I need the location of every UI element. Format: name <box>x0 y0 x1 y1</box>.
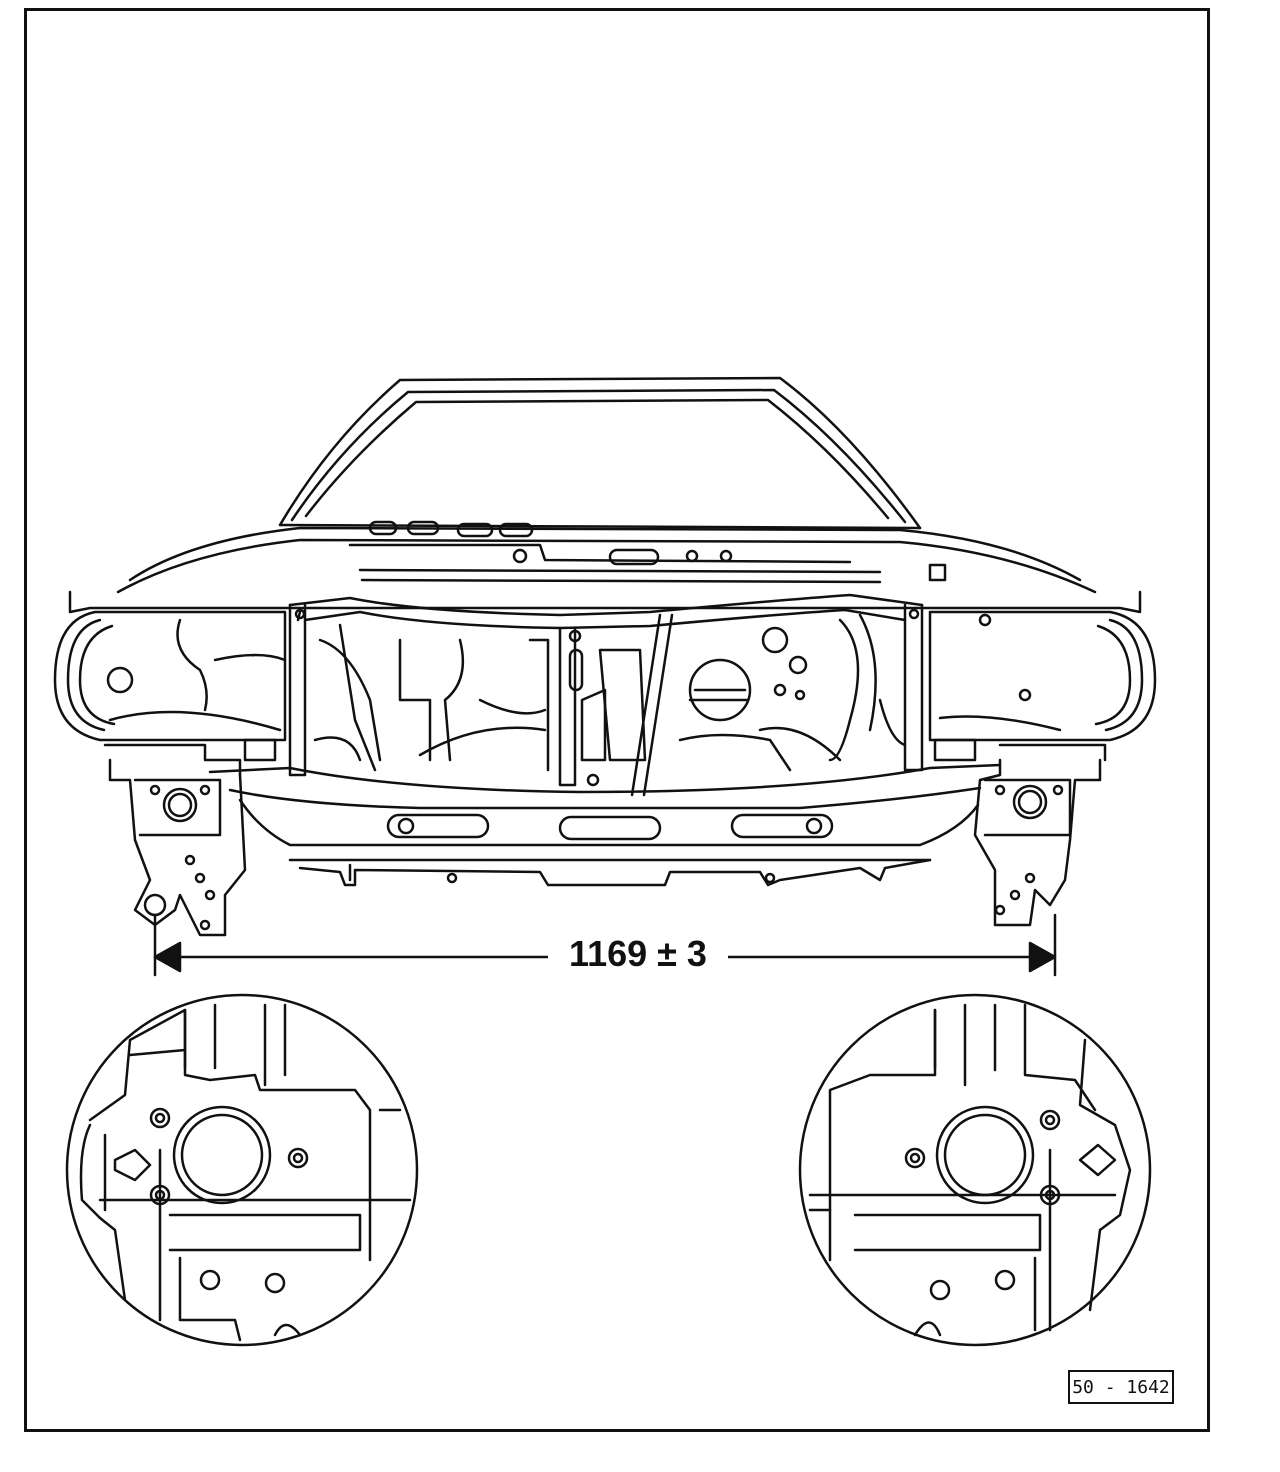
lower-cross-member <box>208 763 1002 887</box>
left-detail-view <box>65 993 419 1347</box>
figure-id-label: 50 - 1642 <box>1068 1370 1174 1404</box>
radiator-support-frame <box>288 593 924 797</box>
cowl-panel <box>68 520 1142 614</box>
right-detail-view <box>798 993 1152 1347</box>
dimension-label: 1169 ± 3 <box>548 928 728 980</box>
left-headlamp-housing <box>53 610 287 742</box>
right-headlamp-housing <box>928 610 1157 742</box>
right-lower-bracket <box>933 738 1107 927</box>
windshield-frame <box>278 376 922 530</box>
figure-frame <box>24 8 1210 1432</box>
dimension-line <box>153 913 1057 977</box>
